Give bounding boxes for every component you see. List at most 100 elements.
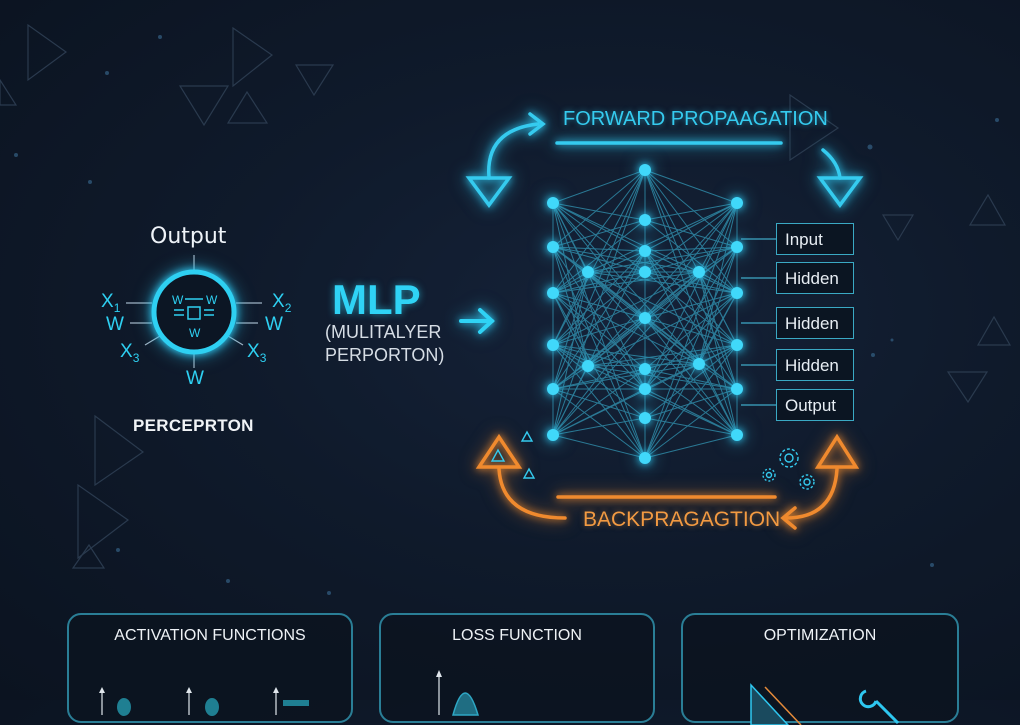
input-connector [227,335,244,346]
network-node [639,412,651,424]
triangle-icon [490,448,506,462]
network-node [639,164,651,176]
network-node [582,266,594,278]
network-edge [644,388,738,436]
network-edge [698,271,738,390]
card-title: OPTIMIZATION [763,627,877,644]
forward-propagation-label: FORWARD PROPAAGATION [563,108,828,130]
network-edge [644,271,738,346]
network-edge [698,202,738,365]
network-edge [644,246,738,273]
background-particles [14,35,999,595]
network-edge [552,388,646,419]
network-edge [698,271,738,294]
network-edge [552,202,646,319]
arrow-right-icon [459,308,495,334]
up-triangle-icon [814,433,860,469]
down-triangle-icon [816,176,864,208]
network-node [639,452,651,464]
network-edge [644,317,738,436]
backpropagation-label: BACKPRAGAGTION [583,508,781,531]
perceptron-weight-label: W [106,314,124,335]
network-edge [644,388,738,419]
layer-label-input: Input [776,223,854,255]
perceptron-input-label: X1 [101,291,121,315]
mlp-subtitle-line1: (MULITALYER [325,322,442,342]
triangle-icon [968,193,1007,226]
network-edge [644,169,738,436]
curved-arrow-icon [497,467,567,520]
network-edge [552,169,646,436]
network-edge [644,271,738,294]
network-edge [552,363,700,390]
triangle-icon [71,543,106,569]
network-edge [552,271,700,294]
network-edge [552,271,589,346]
network-edge [552,368,646,436]
network-node [547,287,559,299]
triangle-icon [232,26,274,88]
network-edge [587,202,738,273]
network-edge [552,292,646,390]
network-edge [698,292,738,365]
network-edge [552,250,646,390]
network-edge [552,292,700,365]
network-edge [552,169,646,294]
network-edge [587,344,738,367]
activation-curves-icon [99,687,309,716]
triangle-icon [94,414,145,487]
triangle-icon [520,430,534,442]
network-edge [644,250,738,346]
arrow-head-icon [528,112,546,136]
triangle-icon [0,78,18,106]
network-edge [552,271,700,390]
layer-label-connectors [741,238,776,406]
network-edge [644,246,738,252]
network-edge [587,292,738,367]
neural-network-graph [547,164,776,464]
network-edge [552,271,589,436]
network-edge [644,169,738,204]
network-node [731,383,743,395]
perceptron-input-label: X3 [247,341,267,365]
network-node [731,197,743,209]
network-edge [552,317,646,436]
node-weight-label: W [189,326,201,340]
network-edge [552,246,646,252]
network-edge [644,434,738,459]
background-decoration [0,23,1012,595]
triangle-icon [294,64,335,97]
network-nodes [547,164,743,464]
network-edge [644,388,738,459]
network-edge [552,250,646,346]
network-node [731,339,743,351]
down-triangle-icon [465,176,513,208]
input-connector [144,335,161,346]
up-triangle-icon [475,433,523,469]
triangle-icon [976,315,1012,346]
network-edge [698,271,738,346]
network-edge [552,202,646,252]
network-edge [552,317,646,346]
network-edge [552,246,646,273]
network-edge [644,202,738,319]
network-node [547,429,559,441]
triangle-icon [946,371,989,404]
network-edge [552,365,589,390]
network-edge [644,292,738,459]
network-edge [644,169,738,390]
network-node [547,339,559,351]
network-edge [552,292,646,459]
layer-label-hidden: Hidden [776,262,854,294]
card-loss-function: LOSS FUNCTION [379,613,655,723]
network-node [639,383,651,395]
perceptron-output-label: Output [150,224,227,249]
wrench-icon [858,689,900,725]
curved-arrow-icon [784,467,839,520]
card-activation-functions: ACTIVATION FUNCTIONS [67,613,353,723]
network-edge [698,363,738,436]
network-node [639,266,651,278]
network-node [731,429,743,441]
network-edge [587,246,738,367]
network-edge [552,271,646,346]
